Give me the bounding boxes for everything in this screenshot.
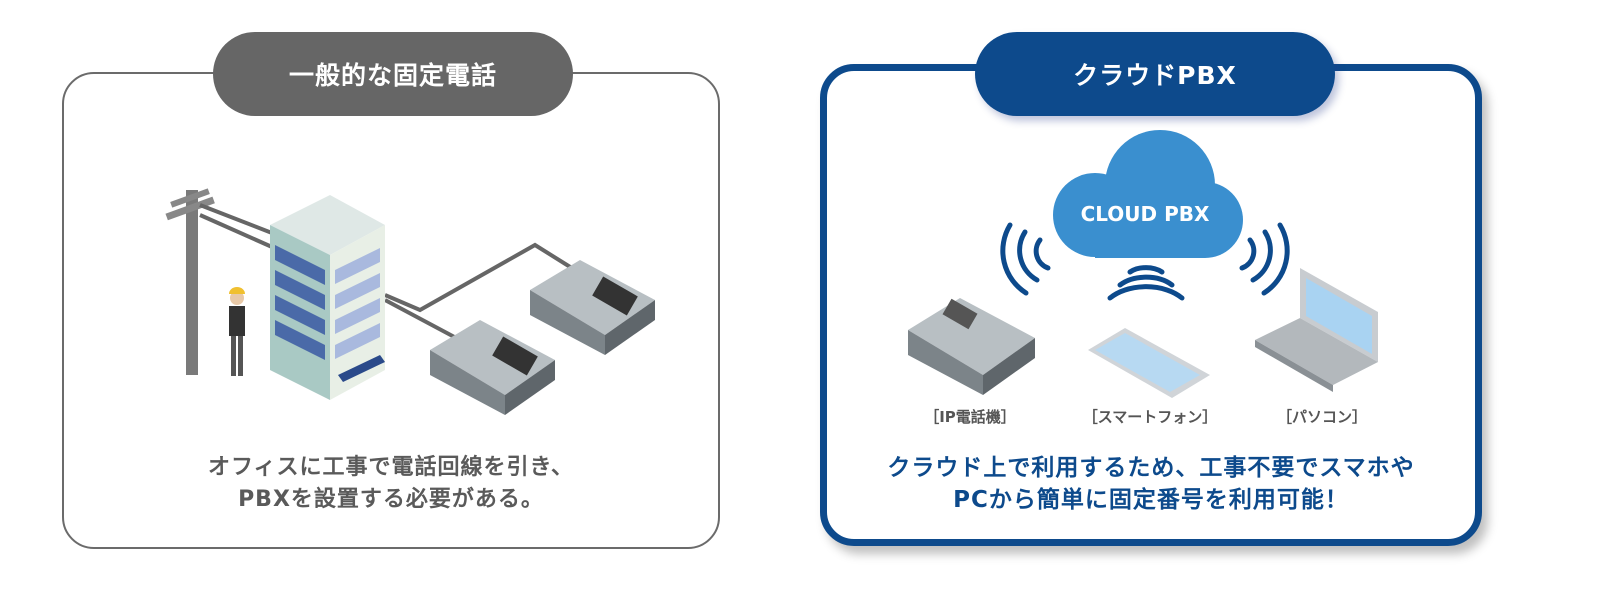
device-label-ip-phone: ［IP電話機］ bbox=[924, 408, 1016, 426]
wireless-signal-icon bbox=[1000, 222, 1290, 301]
device-label-smartphone: ［スマートフォン］ bbox=[1082, 408, 1218, 426]
cloud-icon bbox=[1053, 130, 1243, 258]
laptop-icon bbox=[1255, 268, 1378, 392]
cloud-label: CLOUD PBX bbox=[1080, 202, 1210, 226]
utility-pole-icon bbox=[165, 188, 215, 375]
cloud-pbx-title: クラウドPBX bbox=[975, 32, 1335, 116]
traditional-phone-title: 一般的な固定電話 bbox=[213, 32, 573, 116]
description-line: PBXを設置する必要がある。 bbox=[238, 487, 544, 512]
desk-phone-icon bbox=[530, 260, 655, 355]
device-label-pc: ［パソコン］ bbox=[1276, 408, 1368, 426]
smartphone-icon bbox=[1088, 328, 1210, 398]
description-line: クラウド上で利用するため、工事不要でスマホや bbox=[887, 455, 1415, 481]
description-line: PCから簡単に固定番号を利用可能！ bbox=[953, 487, 1349, 513]
desk-phone-icon bbox=[430, 320, 555, 415]
description-line: オフィスに工事で電話回線を引き、 bbox=[207, 455, 575, 480]
traditional-phone-description: オフィスに工事で電話回線を引き、 PBXを設置する必要がある。 bbox=[62, 452, 720, 516]
office-building-icon bbox=[270, 195, 385, 400]
cloud-pbx-description: クラウド上で利用するため、工事不要でスマホや PCから簡単に固定番号を利用可能！ bbox=[820, 452, 1482, 516]
worker-person-icon bbox=[229, 287, 245, 376]
ip-phone-icon bbox=[908, 298, 1035, 395]
